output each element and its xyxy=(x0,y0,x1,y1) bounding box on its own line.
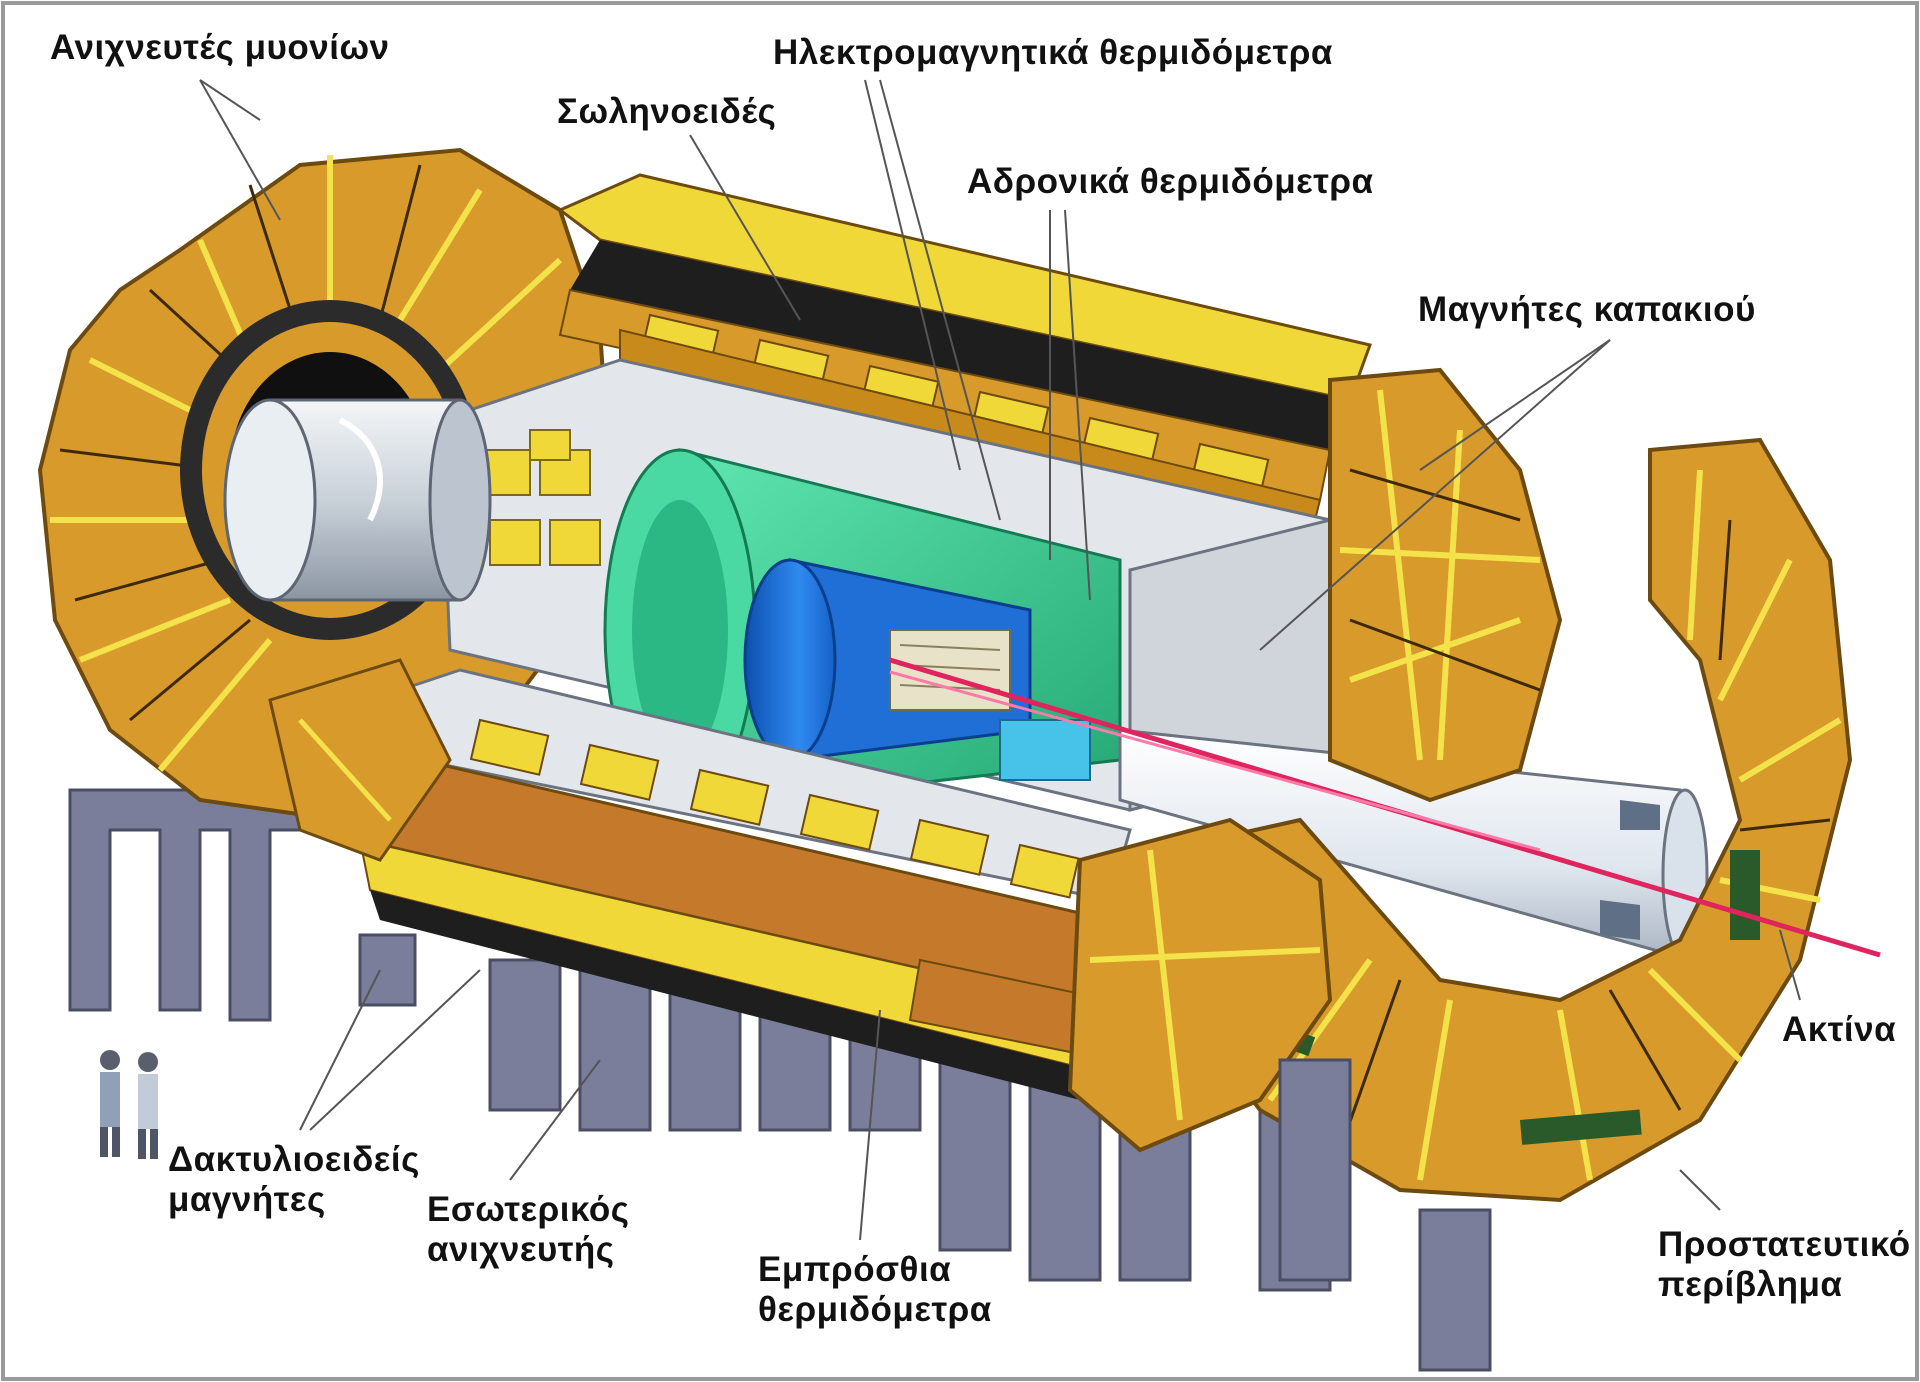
label-em-calorimeters: Ηλεκτρομαγνητικά θερμιδόμετρα xyxy=(773,33,1333,73)
label-forward-calorimeters: Εμπρόσθια θερμιδόμετρα xyxy=(758,1250,992,1330)
label-beam: Ακτίνα xyxy=(1782,1010,1896,1050)
label-hadronic-calorimeters: Αδρονικά θερμιδόμετρα xyxy=(967,162,1374,202)
label-toroid-magnets: Δακτυλιοειδείς μαγνήτες xyxy=(168,1140,420,1220)
label-solenoid: Σωληνοειδές xyxy=(557,92,776,132)
right-endcap-magnet xyxy=(1330,370,1560,800)
label-shielding: Προστατευτικό περίβλημα xyxy=(1658,1225,1911,1305)
label-endcap-magnets: Μαγνήτες καπακιού xyxy=(1418,290,1756,330)
endcap-calorimeter-left xyxy=(225,400,490,600)
human-figures xyxy=(100,1050,158,1159)
label-muon-detectors: Ανιχνευτές μυονίων xyxy=(50,28,389,68)
label-inner-detector: Εσωτερικός ανιχνευτής xyxy=(427,1190,629,1270)
